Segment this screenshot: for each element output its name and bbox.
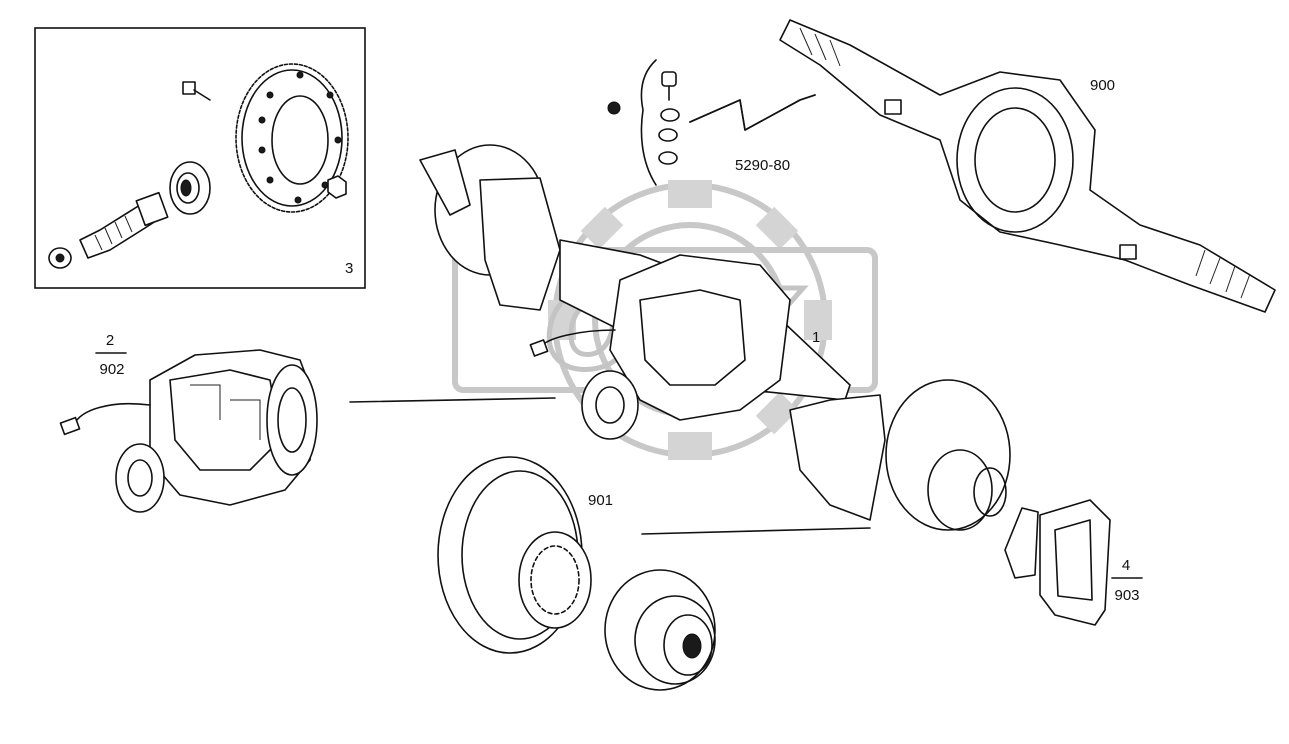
label-final-drive-top: 2: [106, 332, 114, 349]
sensor-wire-kit: 5290-80: [607, 59, 816, 186]
wheel-hub: [604, 569, 716, 691]
brake-caliper: 4 903: [1004, 499, 1143, 626]
nut: [327, 175, 347, 199]
label-axle-housing: 900: [1090, 77, 1115, 94]
label-final-drive-bottom: 902: [99, 361, 124, 378]
inset-box: 3: [34, 27, 366, 289]
final-drive-unit: 2 902: [59, 332, 556, 513]
ring-gear: [235, 63, 349, 213]
label-caliper-bottom: 903: [1114, 587, 1139, 604]
label-brake-disc: 901: [588, 492, 613, 509]
bolt: [182, 81, 211, 101]
label-caliper-top: 4: [1122, 557, 1130, 574]
label-inset-ref: 3: [345, 260, 353, 277]
label-axle-assembly: 1: [812, 329, 820, 346]
pinion-nut: [48, 247, 72, 269]
label-sensor-wire-ref: 5290-80: [735, 157, 790, 174]
axle-housing: 900: [779, 19, 1276, 313]
pinion-shaft: [79, 191, 169, 259]
axle-assembly: 1: [419, 144, 1011, 535]
bearing: [169, 161, 211, 215]
brake-disc: 901: [437, 456, 613, 654]
